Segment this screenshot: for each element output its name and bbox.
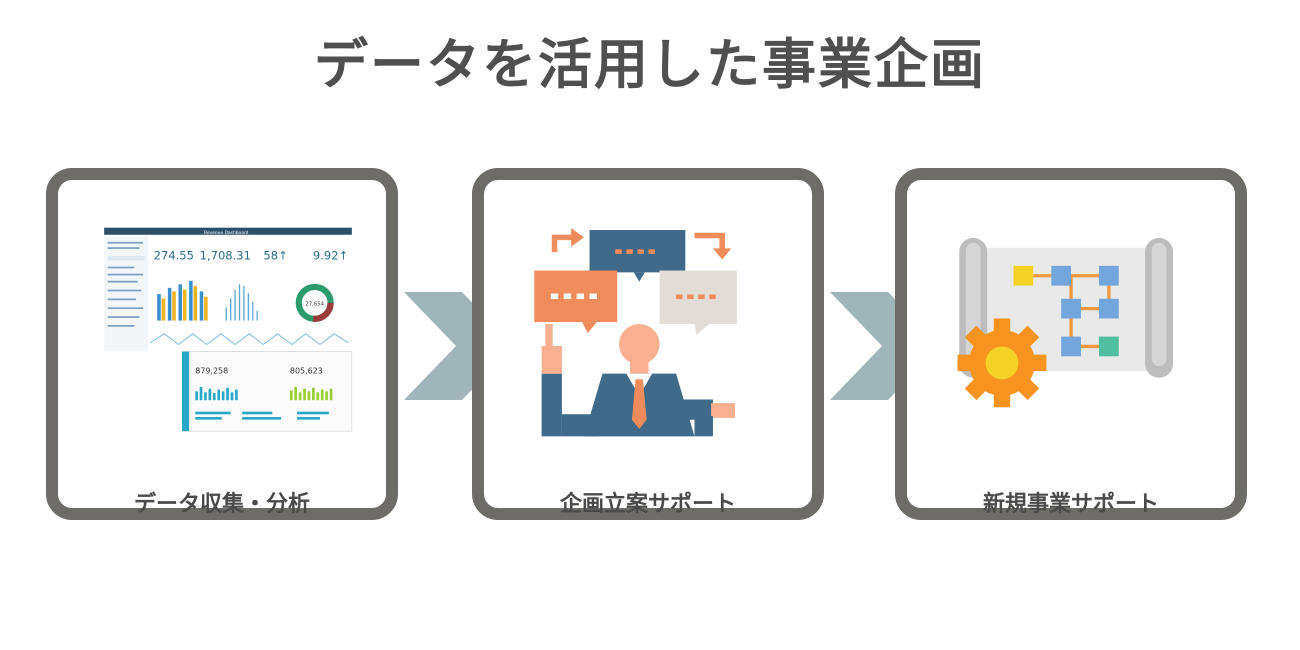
step-card-planning-support: 企画立案サポート	[472, 168, 824, 520]
page-title: データを活用した事業企画	[314, 33, 986, 96]
panel-value-1: 879,258	[195, 367, 228, 376]
dashboard-icon: Revenue Dashboard 274.55 1,708.31 58↑ 9.…	[104, 227, 353, 432]
dashboard-header-title: Revenue Dashboard	[204, 230, 249, 236]
blueprint-gear-icon	[957, 237, 1174, 408]
bar-chart-mini	[157, 280, 208, 321]
kpi-2: 1,708.31	[200, 249, 251, 263]
kpi-4: 9.92↑	[313, 249, 348, 263]
kpi-1: 274.55	[154, 249, 194, 263]
brainstorm-person-icon	[534, 228, 737, 437]
gear-icon	[957, 318, 1047, 408]
step-label: 新規事業サポート	[982, 492, 1159, 517]
panel-value-2: 805,623	[290, 367, 323, 376]
step-card-new-business-support: 新規事業サポート	[895, 168, 1247, 520]
donut-value: 27,654	[305, 302, 324, 308]
distribution-chart-mini	[225, 284, 258, 321]
kpi-3: 58↑	[263, 249, 287, 263]
step-label: 企画立案サポート	[559, 492, 736, 517]
step-card-data-collection: Revenue Dashboard 274.55 1,708.31 58↑ 9.…	[46, 168, 398, 520]
step-label: データ収集・分析	[133, 492, 310, 517]
